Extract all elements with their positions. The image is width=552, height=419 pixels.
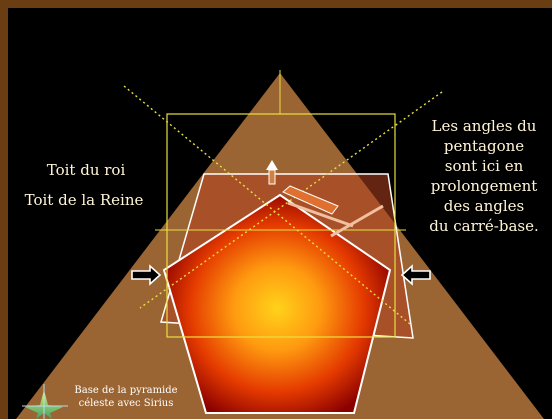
king-chamber-bar: [282, 185, 339, 215]
shaft-line: [287, 201, 354, 228]
base-caption-line-1: Base de la pyramide: [74, 385, 178, 396]
right-note-line-2: pentagone: [443, 137, 525, 155]
pentagon: [162, 193, 392, 414]
diagonal-guide-left: [123, 85, 411, 325]
right-note-line-4: prolongement: [430, 177, 538, 195]
toit-de-la-reine-label: Toit de la Reine: [24, 191, 144, 209]
right-note-line-5: des angles: [443, 197, 525, 215]
base-caption-line-2: céleste avec Sirius: [78, 398, 174, 409]
diagonal-guide-right: [139, 91, 443, 309]
right-note: Les angles du pentagone sont ici en prol…: [416, 116, 552, 236]
left-arrow-icon: [131, 264, 162, 286]
base-caption: Base de la pyramide céleste avec Sirius: [66, 384, 186, 410]
shaft-line-2: [330, 204, 384, 238]
pyramid-pentagon-diagram: [16, 70, 544, 419]
right-note-line-6: du carré-base.: [429, 217, 539, 235]
sirius-star-icon: [22, 384, 68, 419]
up-arrow-icon: [266, 160, 278, 185]
diagram-stage: Toit du roi Toit de la Reine Les angles …: [8, 8, 552, 419]
right-note-line-1: Les angles du: [431, 117, 537, 135]
construction-square: [166, 113, 396, 338]
right-note-line-3: sont ici en: [444, 157, 524, 175]
toit-du-roi-label: Toit du roi: [46, 161, 126, 179]
right-arrow-icon: [400, 264, 431, 286]
